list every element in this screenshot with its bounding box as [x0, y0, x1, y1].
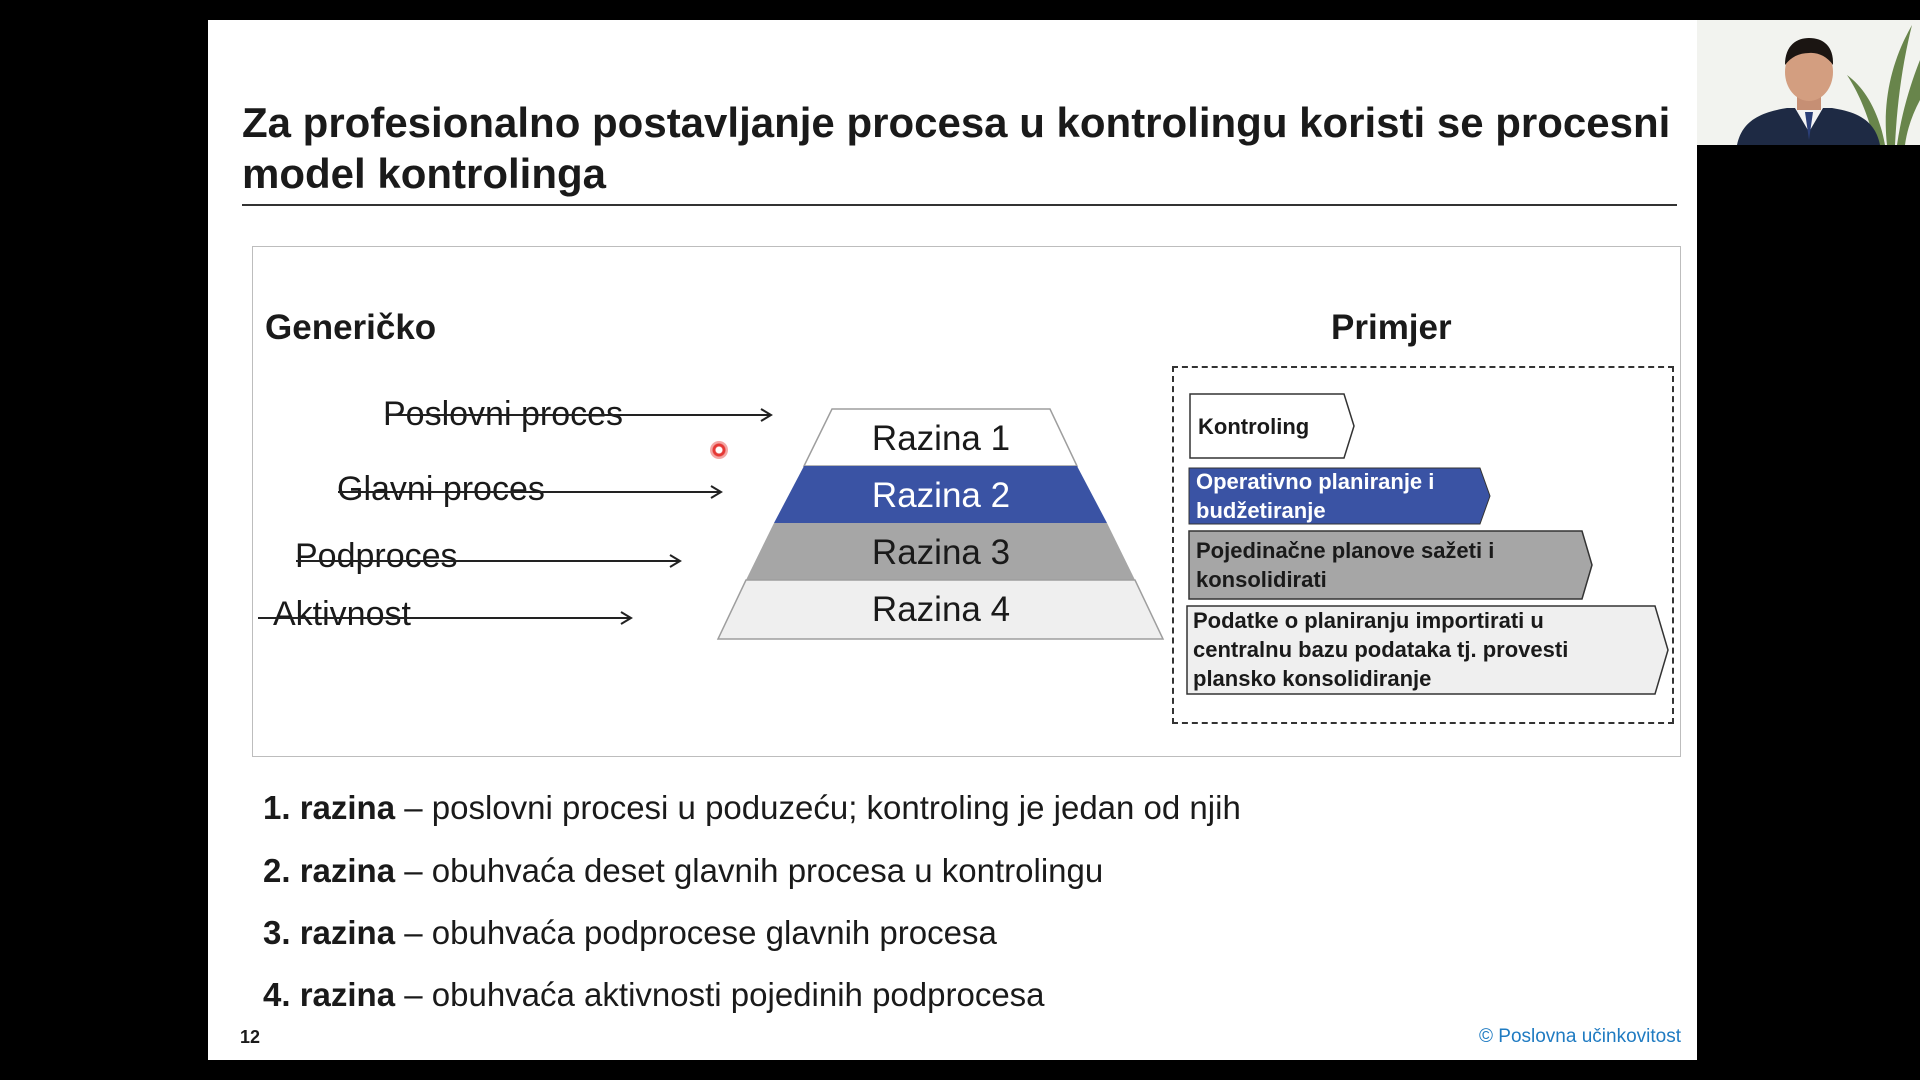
- arrow-right-icon: [296, 554, 682, 568]
- example-chevrons: [1186, 393, 1669, 695]
- level-label-activity: Aktivnost: [273, 595, 411, 633]
- chevron-text-kontroling: Kontroling: [1198, 414, 1310, 439]
- chevron-pojedinacne: [1188, 530, 1593, 600]
- copyright-notice: © Poslovna učinkovitost: [1479, 1026, 1681, 1047]
- pyramid-label-4: Razina 4: [871, 590, 1011, 629]
- chevron-text-podatke: Podatke o planiranju importirati u centr…: [1193, 608, 1569, 691]
- pyramid-label-3: Razina 3: [871, 533, 1011, 572]
- presentation-slide: Za profesionalno postavljanje procesa u …: [208, 20, 1711, 1060]
- chevron-podatke: [1186, 605, 1669, 695]
- level-label-subprocess: Podproces: [295, 537, 458, 575]
- pyramid-diagram: [716, 408, 1165, 640]
- title-divider: [242, 204, 1677, 206]
- example-box: [1172, 366, 1674, 724]
- laser-pointer-icon: [710, 441, 728, 459]
- arrow-right-icon: [338, 485, 723, 499]
- slide-title: Za profesionalno postavljanje procesa u …: [242, 99, 1671, 197]
- pyramid-level-2: [774, 466, 1107, 523]
- chevron-text-pojedinacne: Pojedinačne planove sažeti i konsolidira…: [1196, 538, 1495, 592]
- arrow-right-icon: [386, 408, 773, 422]
- chevron-operativno: [1188, 467, 1491, 525]
- bullet-level-1: 1. razina – poslovni procesi u poduzeću;…: [263, 789, 1241, 826]
- pyramid-level-3: [746, 523, 1135, 580]
- webcam-presenter-icon: [1697, 20, 1920, 145]
- bullet-level-3: 3. razina – obuhvaća podprocese glavnih …: [263, 914, 997, 951]
- black-margin: [1697, 145, 1711, 1060]
- pyramid-label-1: Razina 1: [871, 419, 1011, 458]
- arrow-right-icon: [258, 611, 633, 625]
- example-heading: Primjer: [1331, 308, 1452, 347]
- page-number: 12: [240, 1027, 261, 1047]
- level-label-main-process: Glavni proces: [337, 470, 545, 508]
- chevron-text-operativno: Operativno planiranje i budžetiranje: [1196, 469, 1435, 523]
- pyramid-level-4: [716, 579, 1165, 640]
- chevron-kontroling: [1189, 393, 1355, 459]
- bullet-level-4: 4. razina – obuhvaća aktivnosti pojedini…: [263, 976, 1045, 1013]
- pyramid-label-2: Razina 2: [871, 476, 1011, 515]
- generic-heading: Generičko: [265, 308, 437, 347]
- bullet-level-2: 2. razina – obuhvaća deset glavnih proce…: [263, 852, 1104, 889]
- level-arrows: [258, 408, 773, 625]
